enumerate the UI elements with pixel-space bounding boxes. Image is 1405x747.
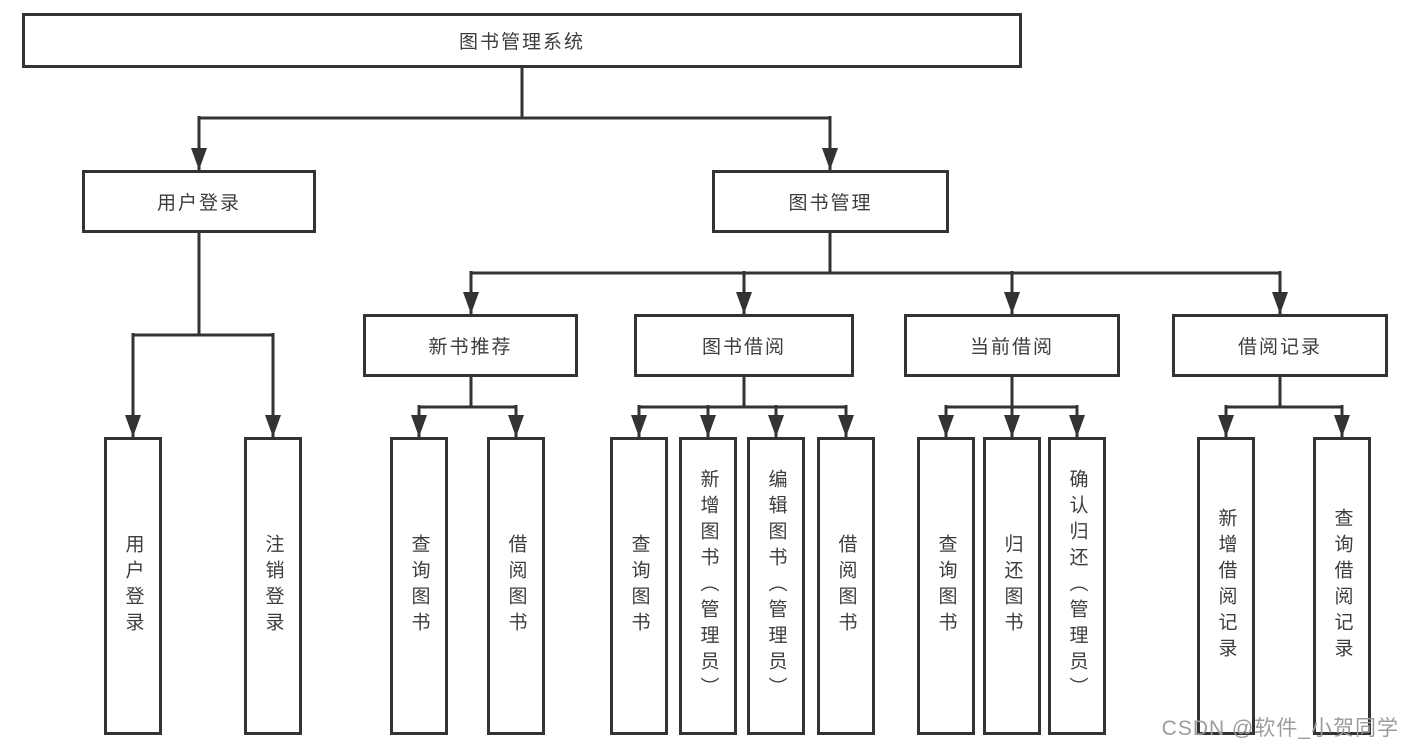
leaf-logout: 注销登录 bbox=[244, 437, 302, 735]
node-library-system: 图书管理系统 bbox=[22, 13, 1022, 68]
leaf-current-query-books: 查询图书 bbox=[917, 437, 975, 735]
leaf-user-login-label: 用户登录 bbox=[122, 534, 144, 638]
node-current-borrow-label: 当前借阅 bbox=[969, 337, 1054, 358]
leaf-records-add-record-label: 新增借阅记录 bbox=[1215, 508, 1237, 664]
leaf-records-query-record: 查询借阅记录 bbox=[1313, 437, 1371, 735]
csdn-watermark: CSDN @软件_小贺同学 bbox=[1161, 717, 1399, 740]
node-new-book-recommend: 新书推荐 bbox=[363, 314, 578, 377]
leaf-borrow-edit-books-admin-label: 编辑图书（管理员） bbox=[765, 469, 787, 703]
leaf-records-query-record-label: 查询借阅记录 bbox=[1331, 508, 1353, 664]
leaf-logout-label: 注销登录 bbox=[262, 534, 284, 638]
leaf-current-return-books-label: 归还图书 bbox=[1001, 534, 1023, 638]
node-new-book-recommend-label: 新书推荐 bbox=[428, 337, 513, 358]
node-user-login-label: 用户登录 bbox=[156, 193, 241, 214]
node-user-login: 用户登录 bbox=[82, 170, 316, 233]
leaf-newbook-borrow-books-label: 借阅图书 bbox=[505, 534, 527, 638]
leaf-user-login: 用户登录 bbox=[104, 437, 162, 735]
node-book-management: 图书管理 bbox=[712, 170, 949, 233]
leaf-current-confirm-return-admin: 确认归还（管理员） bbox=[1048, 437, 1106, 735]
leaf-borrow-borrow-books: 借阅图书 bbox=[817, 437, 875, 735]
node-book-borrow-label: 图书借阅 bbox=[701, 337, 786, 358]
node-library-system-label: 图书管理系统 bbox=[458, 32, 585, 53]
leaf-records-add-record: 新增借阅记录 bbox=[1197, 437, 1255, 735]
node-current-borrow: 当前借阅 bbox=[904, 314, 1120, 377]
leaf-newbook-query-books-label: 查询图书 bbox=[408, 534, 430, 638]
leaf-borrow-edit-books-admin: 编辑图书（管理员） bbox=[747, 437, 805, 735]
leaf-borrow-add-books-admin-label: 新增图书（管理员） bbox=[697, 469, 719, 703]
leaf-current-query-books-label: 查询图书 bbox=[935, 534, 957, 638]
leaf-current-confirm-return-admin-label: 确认归还（管理员） bbox=[1066, 469, 1088, 703]
leaf-borrow-add-books-admin: 新增图书（管理员） bbox=[679, 437, 737, 735]
leaf-borrow-query-books: 查询图书 bbox=[610, 437, 668, 735]
node-borrow-records: 借阅记录 bbox=[1172, 314, 1388, 377]
node-borrow-records-label: 借阅记录 bbox=[1237, 337, 1322, 358]
node-book-borrow: 图书借阅 bbox=[634, 314, 854, 377]
node-book-management-label: 图书管理 bbox=[788, 193, 873, 214]
leaf-newbook-query-books: 查询图书 bbox=[390, 437, 448, 735]
leaf-newbook-borrow-books: 借阅图书 bbox=[487, 437, 545, 735]
leaf-borrow-borrow-books-label: 借阅图书 bbox=[835, 534, 857, 638]
leaf-borrow-query-books-label: 查询图书 bbox=[628, 534, 650, 638]
leaf-current-return-books: 归还图书 bbox=[983, 437, 1041, 735]
